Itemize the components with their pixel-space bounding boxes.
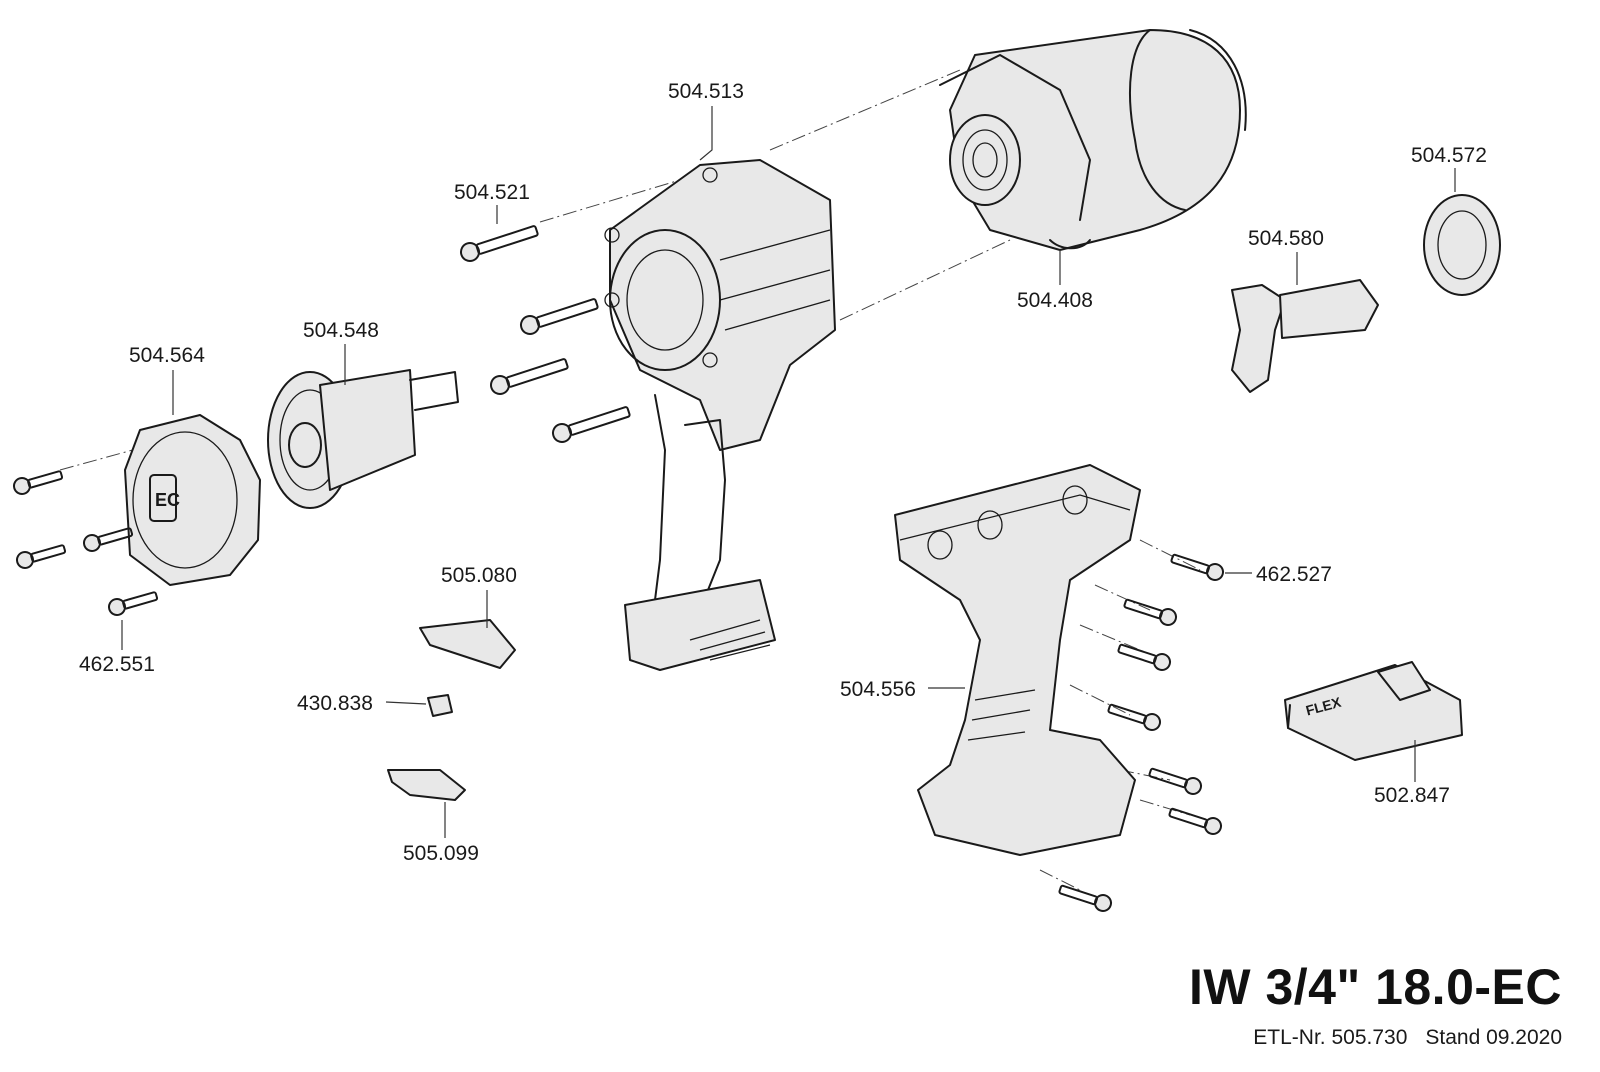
button-part <box>387 769 466 801</box>
part-labels: 504.513 504.521 504.572 504.580 504.408 … <box>79 80 1487 865</box>
part-label: 504.521 <box>454 181 530 204</box>
handle-housing-part <box>894 464 1141 856</box>
part-label: 504.513 <box>668 80 744 103</box>
spring-clip-part <box>427 694 453 717</box>
stand-date: Stand 09.2020 <box>1425 1026 1562 1049</box>
etl-number: ETL-Nr. 505.730 <box>1253 1026 1408 1049</box>
part-label: 504.564 <box>129 344 205 367</box>
anvil-part <box>1231 279 1379 393</box>
end-cap-screws-part <box>13 470 159 616</box>
part-label: 504.408 <box>1017 289 1093 312</box>
part-label: 502.847 <box>1374 784 1450 807</box>
part-label: 505.080 <box>441 564 517 587</box>
leader-lines <box>121 106 1456 838</box>
gear-housing-part <box>939 29 1247 251</box>
part-label: 504.556 <box>840 678 916 701</box>
housing-screws-part <box>460 225 631 443</box>
washer-part <box>1423 194 1501 296</box>
part-label: 504.548 <box>303 319 379 342</box>
part-label: 505.099 <box>403 842 479 865</box>
switch-slider-part <box>419 619 516 669</box>
battery-cover-part: FLEX <box>1284 661 1463 761</box>
svg-text:EC: EC <box>155 490 180 510</box>
part-label: 430.838 <box>297 692 373 715</box>
page-title: IW 3/4" 18.0-EC <box>1188 959 1562 1015</box>
part-label: 504.572 <box>1411 144 1487 167</box>
part-label: 462.551 <box>79 653 155 676</box>
end-cap-part: EC <box>124 414 261 586</box>
part-label: 504.580 <box>1248 227 1324 250</box>
document-info: ETL-Nr. 505.730 Stand 09.2020 <box>1235 1026 1562 1050</box>
rotor-part <box>267 369 459 509</box>
assembly-axes <box>59 69 1201 891</box>
part-label: 462.527 <box>1256 563 1332 586</box>
motor-housing-part <box>604 159 836 671</box>
handle-screws-part <box>1058 553 1224 912</box>
